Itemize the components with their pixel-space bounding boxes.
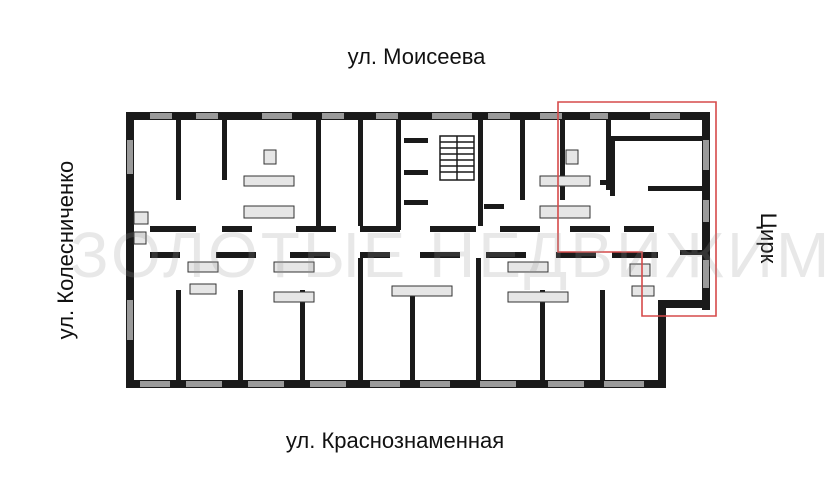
shaft-blocks bbox=[404, 138, 504, 209]
highlighted-apartment-outline bbox=[557, 101, 717, 317]
bathroom-fixtures bbox=[133, 149, 655, 303]
windows-side bbox=[127, 140, 709, 340]
windows-bottom bbox=[140, 381, 644, 387]
staircase bbox=[439, 135, 475, 181]
windows-top bbox=[150, 113, 680, 119]
partition-walls bbox=[176, 120, 702, 380]
corridor-walls bbox=[150, 226, 658, 258]
street-label-bottom: ул. Краснознаменная bbox=[285, 428, 505, 453]
outer-walls bbox=[126, 112, 710, 388]
street-label-top: ул. Моисеева bbox=[347, 44, 486, 69]
